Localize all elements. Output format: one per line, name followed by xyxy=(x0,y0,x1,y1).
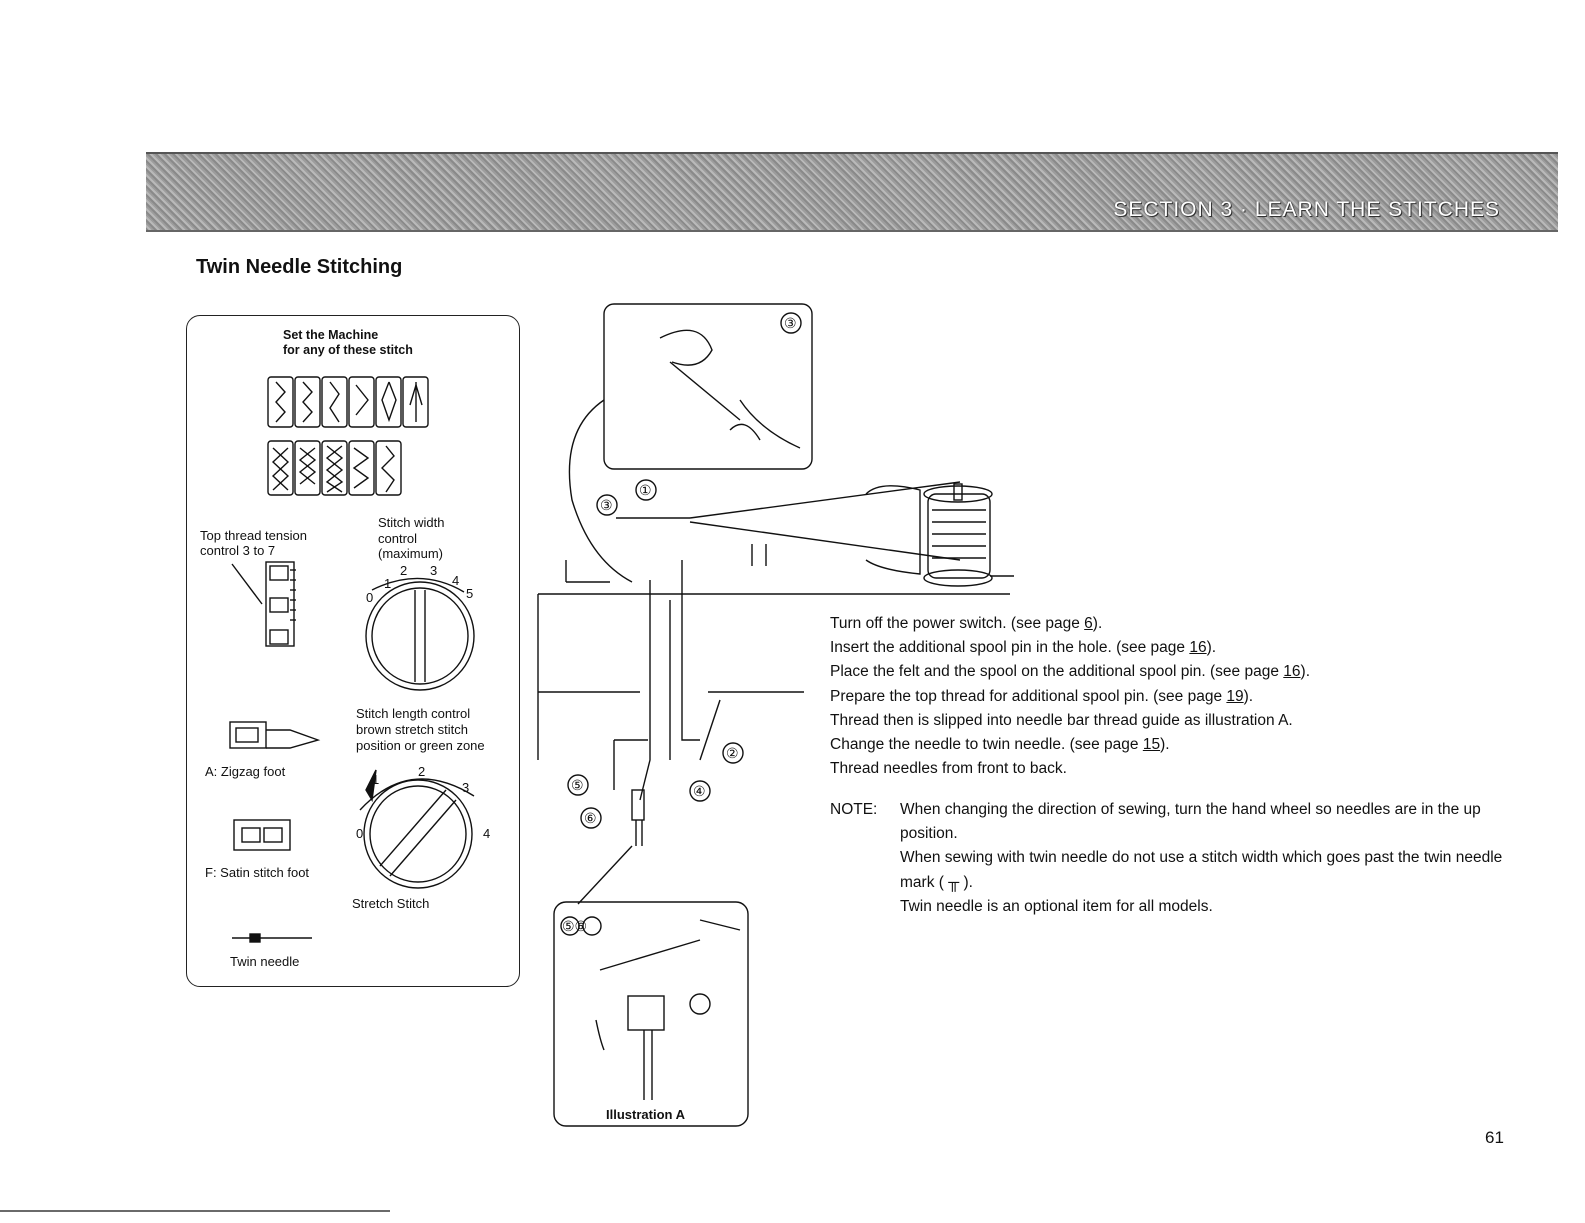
step-3: Place the felt and the spool on the addi… xyxy=(830,660,1310,684)
callout-3-left: ③ xyxy=(600,497,613,513)
length-dial-number-0: 0 xyxy=(356,826,363,842)
instruction-steps: Turn off the power switch. (see page 6).… xyxy=(830,612,1310,781)
length-dial-number-2: 2 xyxy=(418,764,425,780)
step-4: Prepare the top thread for additional sp… xyxy=(830,685,1310,709)
note-line-3: Twin needle is an optional item for all … xyxy=(900,895,1510,919)
length-dial-number-4: 4 xyxy=(483,826,490,842)
tension-control-drawing xyxy=(232,562,296,646)
step-7: Thread needles from front to back. xyxy=(830,757,1310,781)
callout-4: ④ xyxy=(693,783,706,799)
callout-1: ① xyxy=(639,482,652,498)
twin-needle-icon xyxy=(232,934,312,942)
callout-6: ⑥ xyxy=(584,810,597,826)
callout-5: ⑤ xyxy=(571,777,584,793)
note-block: NOTE: When changing the direction of sew… xyxy=(830,798,1510,919)
stitch-pattern-icons-row2 xyxy=(268,441,401,495)
length-dial-number-1: 1 xyxy=(372,772,379,788)
page-number: 61 xyxy=(1485,1128,1504,1148)
width-dial-number-2: 2 xyxy=(400,563,407,579)
length-dial-number-3: 3 xyxy=(462,780,469,796)
note-line-1: When changing the direction of sewing, t… xyxy=(900,798,1510,846)
stitch-pattern-icons-row1 xyxy=(268,377,428,427)
zigzag-foot-icon xyxy=(230,722,318,748)
step-6: Change the needle to twin needle. (see p… xyxy=(830,733,1310,757)
width-dial-number-0: 0 xyxy=(366,590,373,606)
callout-2: ② xyxy=(726,745,739,761)
callout-circles xyxy=(561,313,801,935)
step-1: Turn off the power switch. (see page 6). xyxy=(830,612,1310,636)
threading-inset-top xyxy=(569,304,812,582)
illustration-a-label: Illustration A xyxy=(606,1107,685,1122)
spool-drawing xyxy=(866,484,1014,586)
width-dial-number-4: 4 xyxy=(452,573,459,589)
callout-3-top: ③ xyxy=(784,315,797,331)
step-2: Insert the additional spool pin in the h… xyxy=(830,636,1310,660)
width-dial-number-5: 5 xyxy=(466,586,473,602)
note-line-2: When sewing with twin needle do not use … xyxy=(900,846,1510,894)
illustration-a-inset xyxy=(554,902,748,1126)
satin-foot-icon xyxy=(234,820,290,850)
width-dial-number-1: 1 xyxy=(384,576,391,592)
stitch-width-dial xyxy=(366,578,474,690)
callout-5-6: ⑤⑥ xyxy=(562,918,587,934)
note-label: NOTE: xyxy=(830,798,877,822)
width-dial-number-3: 3 xyxy=(430,563,437,579)
step-5: Thread then is slipped into needle bar t… xyxy=(830,709,1310,733)
